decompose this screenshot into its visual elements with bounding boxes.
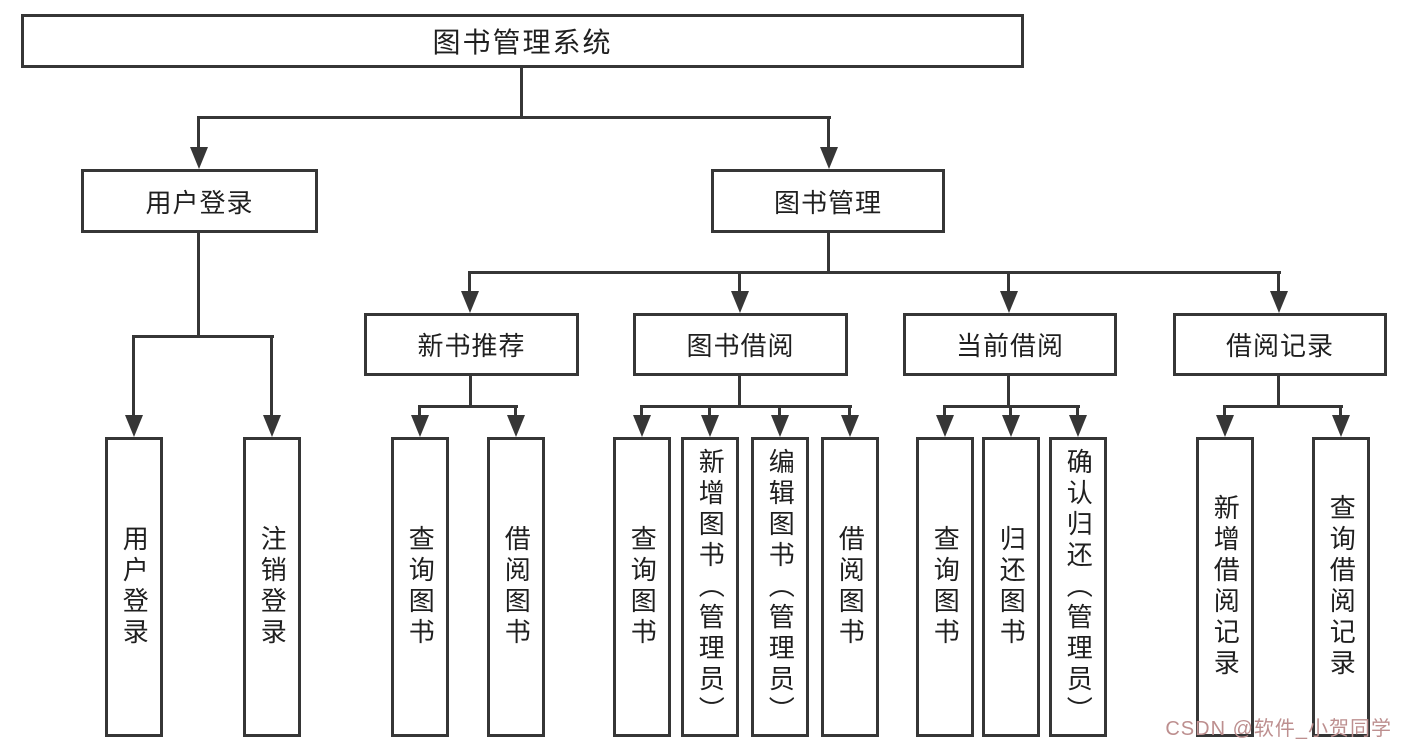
arrowhead — [461, 291, 479, 313]
node-book-borrowing: 图书借阅 — [633, 313, 848, 376]
leaf-borrow-books: 借阅图书 — [821, 437, 879, 737]
node-new-book-recommend: 新书推荐 — [364, 313, 579, 376]
leaf-user-login: 用户登录 — [105, 437, 163, 737]
arrowhead — [125, 415, 143, 437]
arrowhead — [411, 415, 429, 437]
arrowhead — [1332, 415, 1350, 437]
connector-line — [132, 335, 274, 338]
node-book-management-branch: 图书管理 — [711, 169, 945, 233]
connector-line — [197, 233, 200, 337]
connector-line — [1076, 407, 1079, 417]
connector-line — [827, 118, 830, 151]
node-user-login-branch: 用户登录 — [81, 169, 318, 233]
leaf-logout: 注销登录 — [243, 437, 301, 737]
leaf-query-borrow-record: 查询借阅记录 — [1312, 437, 1370, 737]
arrowhead — [1002, 415, 1020, 437]
connector-line — [418, 405, 518, 408]
connector-line — [1223, 405, 1343, 408]
connector-line — [468, 271, 1281, 274]
arrowhead — [507, 415, 525, 437]
connector-line — [197, 116, 831, 119]
leaf-query-books-current: 查询图书 — [916, 437, 974, 737]
connector-line — [418, 407, 421, 417]
connector-line — [1009, 407, 1012, 417]
arrowhead — [1000, 291, 1018, 313]
connector-line — [469, 376, 472, 407]
arrowhead — [1216, 415, 1234, 437]
arrowhead — [936, 415, 954, 437]
connector-line — [943, 405, 1080, 408]
connector-line — [640, 405, 852, 408]
connector-line — [520, 68, 523, 118]
arrowhead — [820, 147, 838, 169]
node-current-borrowing: 当前借阅 — [903, 313, 1117, 376]
arrowhead — [841, 415, 859, 437]
connector-line — [514, 407, 517, 417]
connector-line — [1277, 376, 1280, 407]
leaf-borrow-books-recommend: 借阅图书 — [487, 437, 545, 737]
connector-line — [943, 407, 946, 417]
connector-line — [708, 407, 711, 417]
arrowhead — [1270, 291, 1288, 313]
arrowhead — [731, 291, 749, 313]
connector-line — [1007, 273, 1010, 293]
leaf-return-books: 归还图书 — [982, 437, 1040, 737]
leaf-query-books-recommend: 查询图书 — [391, 437, 449, 737]
connector-line — [132, 337, 135, 417]
arrowhead — [701, 415, 719, 437]
connector-line — [270, 337, 273, 417]
node-root-system: 图书管理系统 — [21, 14, 1024, 68]
leaf-edit-books-admin: 编辑图书（管理员） — [751, 437, 809, 737]
arrowhead — [190, 147, 208, 169]
connector-line — [778, 407, 781, 417]
connector-line — [1007, 376, 1010, 407]
arrowhead — [1069, 415, 1087, 437]
arrowhead — [771, 415, 789, 437]
arrowhead — [633, 415, 651, 437]
leaf-confirm-return-admin: 确认归还（管理员） — [1049, 437, 1107, 737]
arrowhead — [263, 415, 281, 437]
node-borrowing-records: 借阅记录 — [1173, 313, 1387, 376]
connector-line — [1223, 407, 1226, 417]
leaf-add-borrow-record: 新增借阅记录 — [1196, 437, 1254, 737]
watermark: CSDN @软件_小贺同学 — [1165, 718, 1392, 740]
connector-line — [848, 407, 851, 417]
connector-line — [738, 376, 741, 407]
leaf-add-books-admin: 新增图书（管理员） — [681, 437, 739, 737]
connector-line — [640, 407, 643, 417]
leaf-query-books-borrowing: 查询图书 — [613, 437, 671, 737]
connector-line — [827, 233, 830, 273]
connector-line — [1277, 273, 1280, 293]
connector-line — [468, 273, 471, 293]
connector-line — [197, 118, 200, 151]
connector-line — [1339, 407, 1342, 417]
connector-line — [738, 273, 741, 293]
